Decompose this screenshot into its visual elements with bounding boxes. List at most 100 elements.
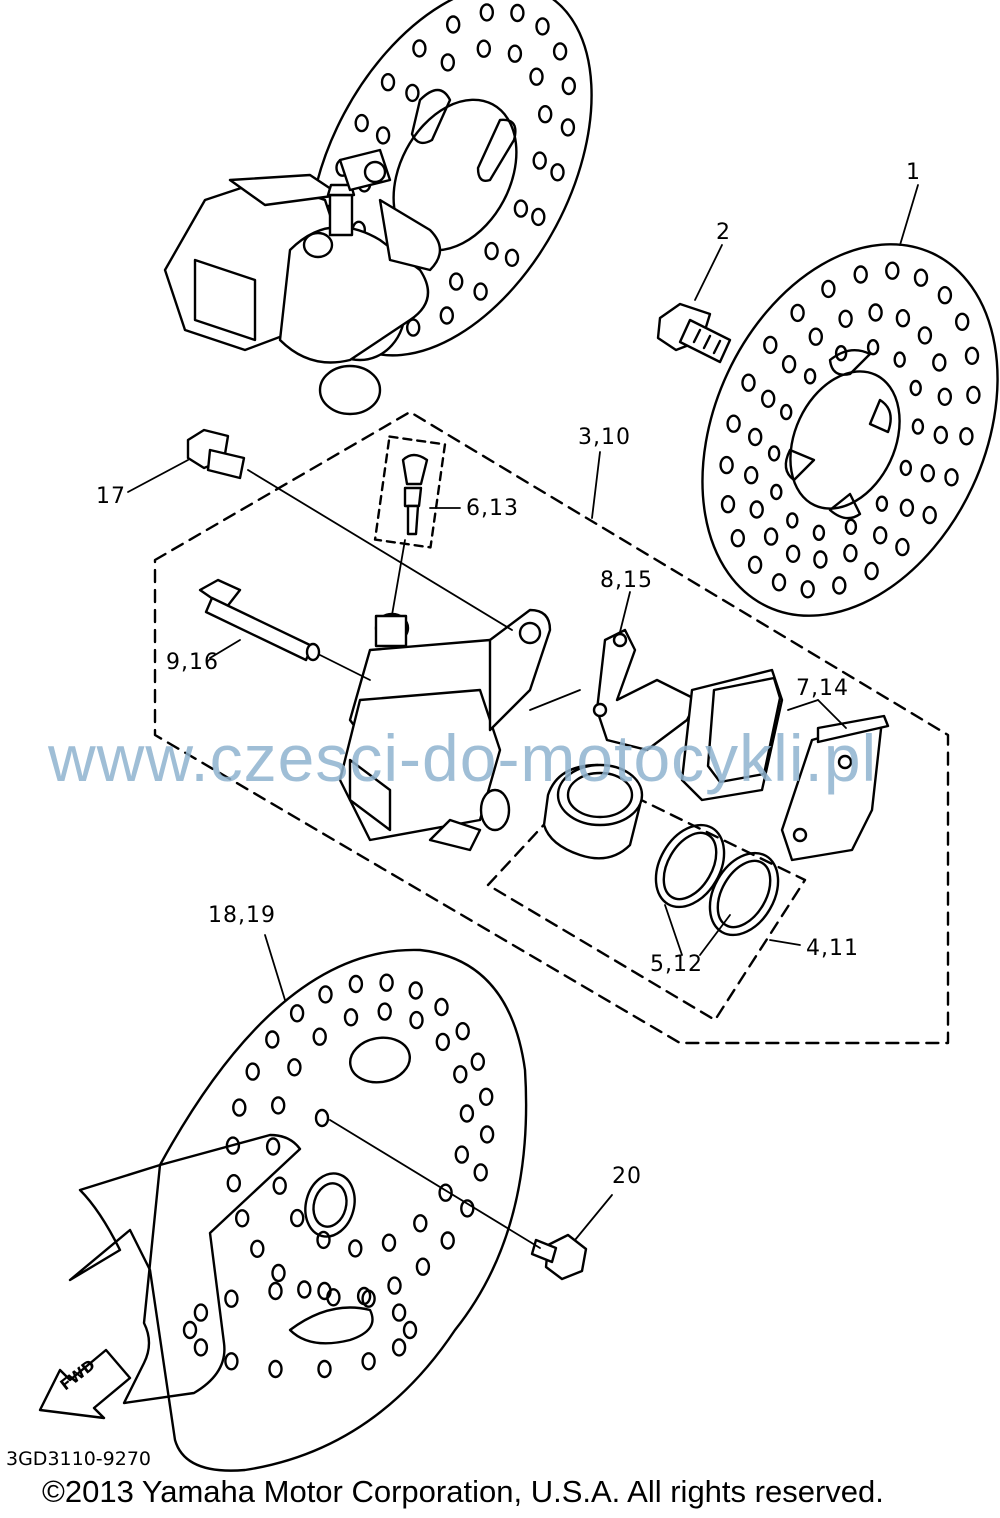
guard-hole: [265, 1137, 281, 1156]
callout-17: 17: [96, 484, 126, 509]
callout-7-14: 7,14: [796, 676, 849, 701]
caliper-body: [338, 608, 552, 852]
guard-hole: [438, 1183, 453, 1202]
piston-seals: [654, 823, 780, 937]
guard-hole: [343, 1008, 359, 1027]
brake-guard: [68, 948, 528, 1472]
disc-hole: [560, 118, 576, 137]
disc-hole: [749, 500, 764, 519]
disc-hole: [406, 318, 421, 337]
guard-hole: [348, 1239, 363, 1258]
leader-lines: [127, 184, 919, 1249]
caliper-assembly-outline: [153, 410, 950, 1045]
guard-hole: [479, 1125, 495, 1144]
brake-disc: [701, 243, 999, 617]
disc-hole: [864, 561, 879, 581]
bleed-bolt-17: [186, 428, 246, 480]
disc-hole: [405, 83, 420, 103]
disc-hole: [917, 326, 933, 345]
brake-pads: [680, 668, 890, 862]
guard-hole: [316, 1230, 331, 1250]
disc-hole: [937, 387, 952, 406]
guard-hole: [272, 1176, 287, 1195]
guard-hole: [268, 1359, 283, 1379]
disc-hole: [875, 495, 889, 512]
disc-hole: [763, 527, 779, 546]
guard-hole: [317, 1359, 332, 1379]
guard-hole: [224, 1352, 239, 1371]
disc-hole: [932, 353, 947, 372]
disc-hole: [535, 17, 550, 36]
guard-hole: [225, 1136, 241, 1155]
guard-hole: [409, 1010, 424, 1030]
callout-3-10: 3,10: [578, 425, 631, 450]
disc-hole: [955, 312, 970, 331]
guard-hole: [297, 1280, 312, 1299]
disc-hole: [785, 544, 801, 563]
guard-hole: [312, 1027, 327, 1046]
disc-hole: [439, 306, 454, 325]
guard-hole: [226, 1173, 242, 1193]
guard-hole: [435, 1032, 450, 1052]
disc-hole: [531, 207, 546, 227]
guard-hole: [413, 1214, 428, 1233]
guard-hole: [348, 974, 364, 994]
guard-hole: [415, 1257, 431, 1276]
disc-hole: [730, 529, 745, 548]
disc-hole: [838, 309, 853, 328]
guard-bolt: [530, 1233, 588, 1281]
guard-hole: [473, 1163, 488, 1182]
disc-hole: [844, 518, 858, 535]
bleed-screw: [373, 435, 447, 549]
guard-hole: [287, 1058, 302, 1077]
guard-hole: [377, 1002, 392, 1021]
guard-hole: [182, 1320, 198, 1340]
disc-hole: [803, 368, 817, 385]
disc-hole: [866, 339, 880, 356]
piston-assembly-outline: [486, 773, 807, 1022]
guard-hole: [318, 985, 333, 1004]
disc-hole: [507, 44, 523, 63]
disc-hole: [922, 505, 937, 525]
disc-hole: [873, 526, 888, 545]
disc-hole: [473, 282, 488, 301]
disc-hole: [834, 345, 848, 362]
disc-hole: [899, 498, 915, 517]
guard-hole: [271, 1263, 286, 1283]
disc-hole: [895, 537, 910, 557]
disc-hole: [529, 67, 544, 86]
guard-hole: [479, 1087, 494, 1107]
guard-holes: [182, 973, 495, 1379]
disc-hole: [476, 39, 491, 58]
guard-hole: [387, 1276, 402, 1295]
guard-hole: [245, 1062, 260, 1081]
disc-hole: [821, 279, 836, 299]
disc-hole: [354, 113, 369, 133]
disc-hole: [895, 309, 911, 328]
disc-hole: [770, 483, 783, 501]
disc-hole: [812, 524, 826, 541]
guard-hole: [232, 1098, 247, 1117]
callout-1: 1: [906, 160, 921, 185]
disc-hole: [771, 573, 787, 592]
guard-hole: [193, 1338, 209, 1357]
disc-hole: [913, 268, 929, 287]
guard-hole: [402, 1320, 418, 1340]
disc-hole: [446, 15, 461, 34]
guard-hole: [289, 1004, 305, 1023]
disc-hole: [380, 72, 396, 92]
disc-hole: [744, 466, 759, 485]
disc-hole: [780, 403, 793, 421]
disc-hole: [510, 3, 525, 23]
callout-6-13: 6,13: [466, 496, 519, 521]
disc-hole: [781, 355, 797, 374]
disc-hole: [504, 248, 520, 267]
guard-hole: [459, 1104, 475, 1123]
disc-hole: [920, 464, 935, 483]
guard-hole: [317, 1281, 332, 1301]
disc-hole: [959, 427, 974, 446]
disc-hole: [767, 445, 781, 462]
disc-hole: [561, 76, 576, 96]
